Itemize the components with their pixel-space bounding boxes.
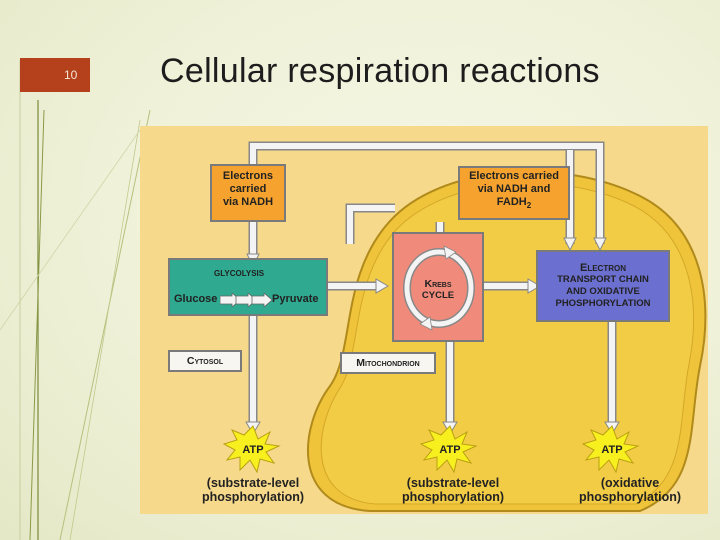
fadh-text: FADH bbox=[496, 196, 527, 208]
etc-line-4: phosphorylation bbox=[555, 298, 651, 309]
electrons-fadh2-line-1: Electrons carried bbox=[469, 170, 559, 182]
cytosol-text: Cytosol bbox=[186, 355, 224, 367]
electrons-nadh-box: Electrons carried via NADH bbox=[210, 164, 286, 222]
atp-description-2: (substrate-level phosphorylation) bbox=[390, 476, 516, 504]
atp-description-1: (substrate-level phosphorylation) bbox=[190, 476, 316, 504]
electrons-nadh-line-2: carried bbox=[229, 183, 267, 195]
decorative-lines bbox=[0, 60, 151, 540]
cytosol-label: Cytosol bbox=[168, 350, 242, 372]
atp-text-1: ATP bbox=[242, 444, 264, 456]
slide-number-badge: 10 bbox=[20, 58, 90, 92]
atp-star-2 bbox=[419, 425, 478, 474]
electrons-nadh-line-3: via NADH bbox=[222, 196, 274, 208]
mitochondrion-text: Mitochondrion bbox=[356, 357, 420, 369]
etc-line-2: transport chain bbox=[557, 274, 649, 285]
atp-text-2: ATP bbox=[439, 444, 461, 456]
atp-desc-1-line-2: phosphorylation) bbox=[201, 490, 305, 504]
respiration-diagram: Electrons carried via NADH Electrons car… bbox=[140, 126, 708, 514]
glycolysis-box: Glycolysis Glucose Pyruvate bbox=[168, 258, 328, 316]
atp-desc-2-line-1: (substrate-level bbox=[406, 476, 500, 490]
krebs-line-2: cycle bbox=[421, 290, 455, 301]
slide-number: 10 bbox=[64, 68, 78, 82]
krebs-label: Krebs cycle bbox=[394, 278, 482, 302]
atp-text-3: ATP bbox=[601, 444, 623, 456]
electrons-nadh-fadh2-box: Electrons carried via NADH and FADH2 bbox=[458, 166, 570, 220]
electrons-fadh2-line-2: via NADH and bbox=[477, 183, 551, 195]
etc-line-1: Electron bbox=[579, 262, 626, 274]
glycolysis-arrows bbox=[220, 293, 273, 307]
krebs-line-1: Krebs bbox=[424, 278, 452, 290]
etc-line-3: and oxidative bbox=[566, 286, 640, 297]
atp-desc-3-line-2: phosphorylation) bbox=[578, 490, 682, 504]
electrons-fadh2-line-3: FADH2 bbox=[460, 196, 568, 212]
pyruvate-label: Pyruvate bbox=[272, 293, 319, 305]
electron-transport-box: Electron transport chain and oxidative p… bbox=[536, 250, 670, 322]
atp-desc-3-line-1: (oxidative bbox=[600, 476, 660, 490]
atp-star-3 bbox=[581, 425, 640, 474]
atp-desc-1-line-1: (substrate-level bbox=[206, 476, 300, 490]
krebs-cycle-box: Krebs cycle bbox=[392, 232, 484, 342]
electrons-nadh-line-1: Electrons bbox=[222, 170, 274, 182]
page-title: Cellular respiration reactions bbox=[160, 52, 600, 90]
atp-description-3: (oxidative phosphorylation) bbox=[570, 476, 690, 504]
atp-star-1 bbox=[222, 425, 281, 474]
mitochondrion-label: Mitochondrion bbox=[340, 352, 436, 374]
glucose-label: Glucose bbox=[174, 293, 218, 305]
glycolysis-title: Glycolysis bbox=[214, 265, 265, 279]
fadh-subscript: 2 bbox=[526, 201, 532, 211]
krebs-cycle-ring bbox=[403, 245, 475, 331]
atp-desc-2-line-2: phosphorylation) bbox=[401, 490, 505, 504]
